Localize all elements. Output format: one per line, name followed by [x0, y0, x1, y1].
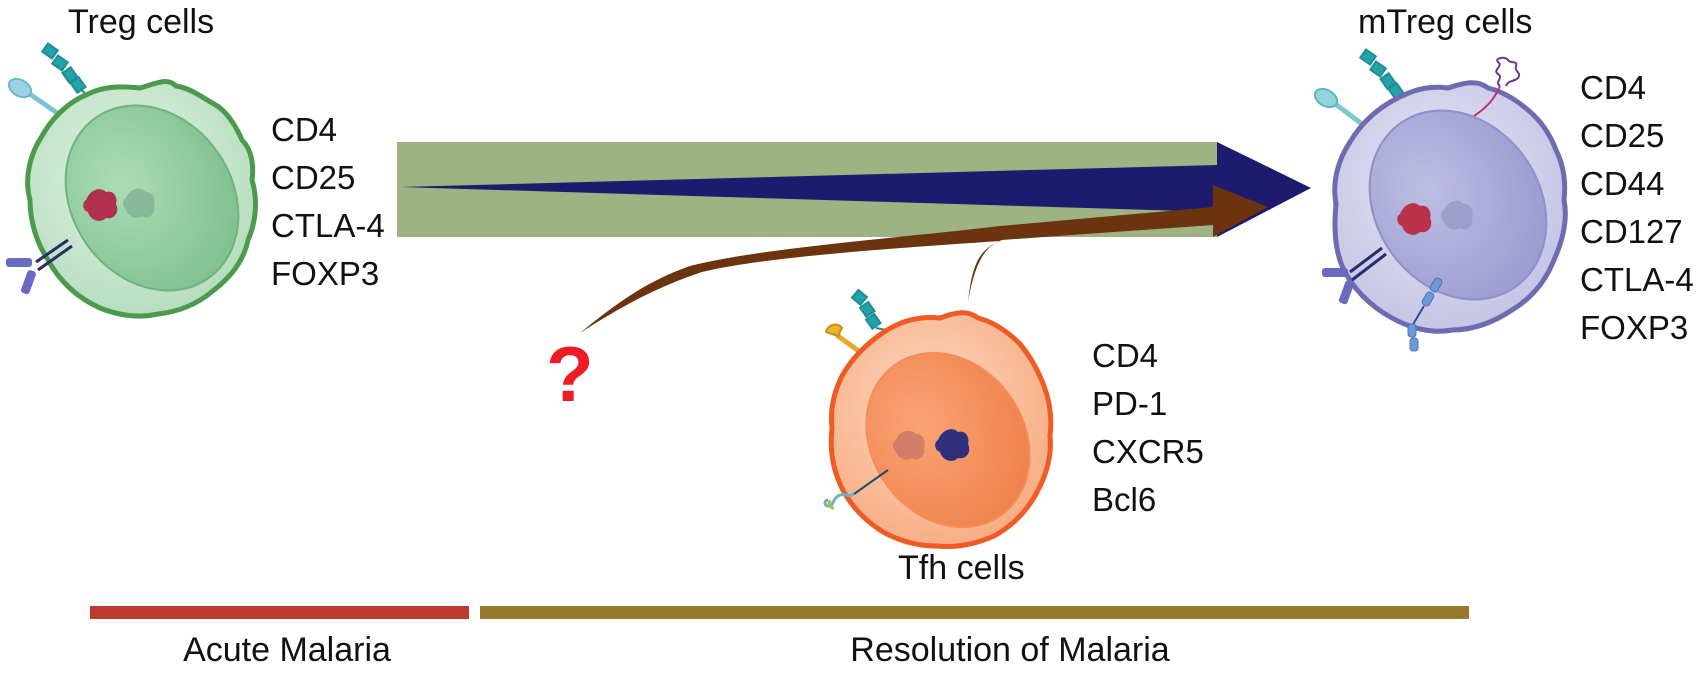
tfh-receptor-chain-icon — [850, 288, 897, 333]
treg-protein-grey — [123, 188, 155, 218]
treg-antibody-icon — [6, 238, 73, 295]
mtreg-cell — [1313, 48, 1568, 352]
unknown-origin-question-mark: ? — [546, 330, 594, 418]
mtreg-marker: FOXP3 — [1580, 309, 1689, 346]
treg-to-mtreg-arrow — [400, 142, 1311, 237]
treg-title: Treg cells — [68, 3, 215, 41]
acute-malaria-label: Acute Malaria — [183, 631, 391, 669]
treg-marker: CD4 — [271, 111, 338, 148]
mtreg-marker: CD44 — [1580, 165, 1665, 202]
unknown-to-mtreg-arrow — [580, 185, 1268, 333]
tfh-protein-faded — [893, 430, 925, 460]
mtreg-chain-receptor-icon — [1407, 277, 1443, 352]
tfh-marker: CXCR5 — [1092, 433, 1204, 470]
tfh-cell — [823, 288, 1054, 549]
acute-malaria-bar — [90, 606, 469, 619]
treg-protein-red — [83, 189, 118, 221]
tfh-protein-navy — [935, 429, 970, 461]
mtreg-coiled-receptor-icon — [1473, 56, 1521, 117]
mtreg-protein-grey — [1441, 200, 1473, 230]
mtreg-protein-red — [1397, 203, 1432, 235]
tfh-title: Tfh cells — [898, 549, 1025, 587]
tfh-marker-list: CD4 PD-1 CXCR5 Bcl6 — [1092, 332, 1204, 524]
treg-marker-list: CD4 CD25 CTLA-4 FOXP3 — [271, 106, 385, 298]
tfh-helix-receptor-icon — [823, 469, 889, 510]
mtreg-marker: CD25 — [1580, 117, 1665, 154]
treg-cell — [6, 42, 258, 319]
mtreg-marker: CTLA-4 — [1580, 261, 1694, 298]
treg-receptor-chain-icon — [40, 42, 91, 101]
tfh-marker: PD-1 — [1092, 385, 1168, 422]
mtreg-antibody-icon — [1322, 246, 1387, 305]
mtreg-title: mTreg cells — [1358, 3, 1533, 41]
treg-marker: CD25 — [271, 159, 356, 196]
tfh-marker: CD4 — [1092, 337, 1159, 374]
tfh-marker: Bcl6 — [1092, 481, 1157, 518]
mtreg-marker: CD127 — [1580, 213, 1683, 250]
mtreg-marker-list: CD4 CD25 CD44 CD127 CTLA-4 FOXP3 — [1580, 64, 1694, 352]
mtreg-marker: CD4 — [1580, 69, 1647, 106]
treg-marker: CTLA-4 — [271, 207, 385, 244]
flow-arrows — [397, 142, 1311, 333]
resolution-malaria-label: Resolution of Malaria — [850, 631, 1170, 669]
resolution-malaria-bar — [480, 606, 1469, 619]
treg-marker: FOXP3 — [271, 255, 380, 292]
